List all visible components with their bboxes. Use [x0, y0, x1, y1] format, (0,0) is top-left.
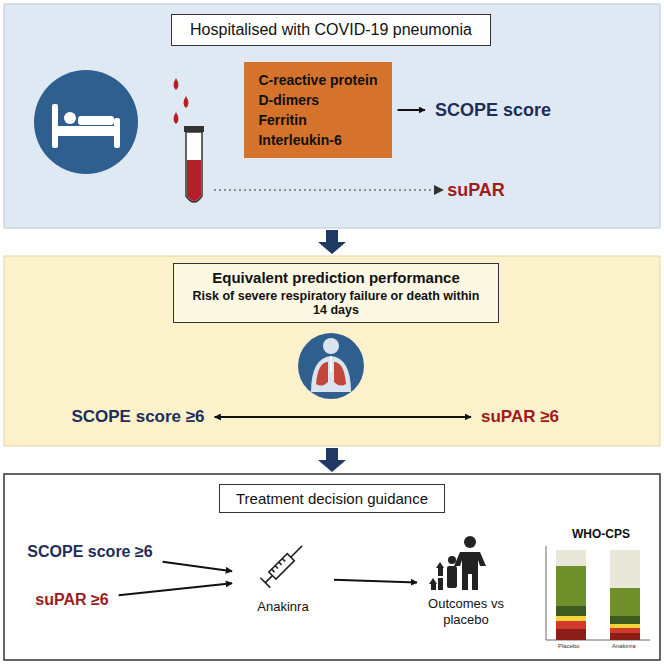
node-text: Treatment decision guidance — [236, 490, 428, 507]
node-text: Risk of severe respiratory failure or de… — [184, 289, 488, 317]
node-text: Interleukin-6 — [258, 130, 377, 150]
down-arrow — [318, 448, 346, 472]
bed-icon — [34, 70, 138, 174]
lung-icon — [298, 333, 364, 399]
arrow-connector — [119, 583, 232, 595]
panel-band — [4, 4, 660, 228]
node-text: C-reactive protein — [258, 70, 377, 90]
node-text: SCOPE score — [435, 100, 551, 121]
chart-label: Anakinra — [612, 643, 636, 649]
people-icon — [429, 536, 486, 590]
node-text: suPAR ≥6 — [481, 407, 559, 427]
down-arrow — [318, 230, 346, 254]
panel-band — [4, 256, 660, 446]
test-tube — [184, 126, 204, 202]
chart-label: WHO-CPS — [572, 527, 630, 541]
score-label: suPAR — [443, 178, 509, 203]
dotted-arrow — [214, 189, 436, 190]
node-text: SCOPE score ≥6 — [71, 407, 204, 427]
node-text: D-dimers — [258, 90, 377, 110]
syringe-icon — [260, 541, 307, 588]
panel-band — [4, 474, 660, 660]
threshold-label: suPAR ≥6 — [31, 589, 112, 611]
blood-drops — [174, 78, 189, 124]
node-text: Ferritin — [258, 110, 377, 130]
threshold-label: SCOPE score ≥6 — [23, 541, 156, 563]
node-text: suPAR ≥6 — [35, 591, 108, 609]
node-text: Hospitalised with COVID-19 pneumonia — [190, 21, 472, 39]
biomarker-box: C-reactive proteinD-dimersFerritinInterl… — [244, 62, 391, 158]
treatment-node: Anakinra — [238, 540, 328, 616]
arrow-connector — [398, 109, 425, 111]
chart-label: Placebo — [558, 643, 580, 649]
threshold-label: suPAR ≥6 — [477, 405, 563, 429]
threshold-label: SCOPE score ≥6 — [67, 405, 208, 429]
heading-box: Equivalent prediction performanceRisk of… — [173, 263, 499, 323]
arrow-connector — [215, 416, 471, 418]
node-text: Equivalent prediction performance — [184, 269, 488, 286]
bar-chart — [546, 546, 650, 640]
title-box: Hospitalised with COVID-19 pneumonia — [171, 14, 491, 46]
arrow-connector — [163, 562, 232, 571]
arrow-connector — [334, 580, 417, 583]
node-text: Anakinra — [257, 599, 308, 614]
heading-box: Treatment decision guidance — [219, 484, 445, 513]
score-label: SCOPE score — [431, 98, 555, 123]
node-text: suPAR — [447, 180, 505, 201]
arrowhead — [434, 185, 444, 195]
node-text: SCOPE score ≥6 — [27, 543, 152, 561]
node-text: Outcomes vs placebo — [423, 596, 509, 628]
outcome-node: Outcomes vs placebo — [423, 538, 509, 630]
